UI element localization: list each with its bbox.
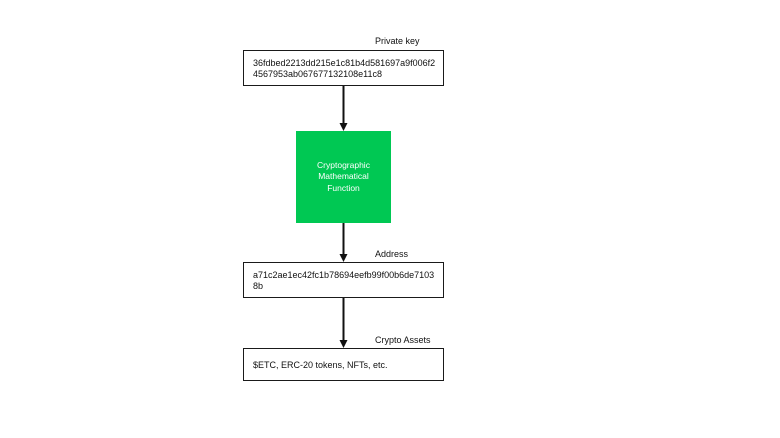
crypto-assets-value: $ETC, ERC-20 tokens, NFTs, etc. [253,360,388,370]
cryptographic-function-box: Cryptographic Mathematical Function [296,131,391,223]
private-key-value-line-2: 4567953ab067677132108e11c8 [253,69,382,79]
crypto-assets-label: Crypto Assets [375,335,431,345]
address-value-line-1: a71c2ae1ec42fc1b78694eefb99f00b6de7103 [253,270,435,280]
function-line-2: Mathematical [318,171,369,182]
address-value-line-2: 8b [253,281,264,291]
private-key-value-line-1: 36fdbed2213dd215e1c81b4d581697a9f006f2 [253,58,436,68]
function-line-1: Cryptographic [317,159,370,170]
function-line-3: Function [327,182,360,193]
crypto-assets-box: $ETC, ERC-20 tokens, NFTs, etc. [243,348,444,381]
private-key-box: 36fdbed2213dd215e1c81b4d581697a9f006f2 4… [243,50,444,86]
private-key-label: Private key [375,36,420,46]
address-box: a71c2ae1ec42fc1b78694eefb99f00b6de7103 8… [243,262,444,298]
address-label: Address [375,249,409,259]
